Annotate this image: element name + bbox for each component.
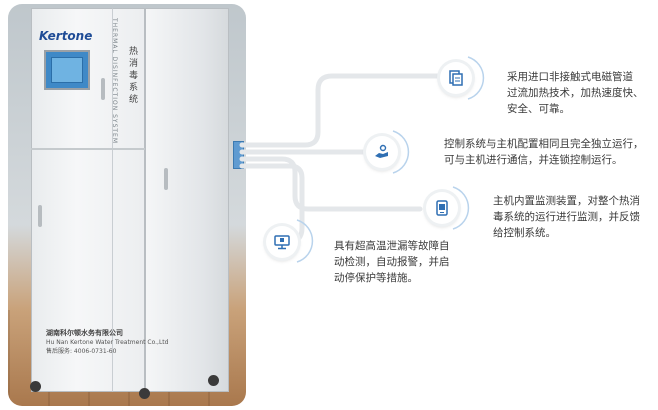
cabinet-front-strip bbox=[112, 8, 145, 392]
feature-text-2: 控制系统与主机配置相同且完全独立运行， 可与主机进行通信，并连锁控制运行。 bbox=[444, 138, 644, 166]
monitor-device-icon bbox=[426, 192, 458, 224]
alarm-screen-icon bbox=[266, 226, 298, 258]
feature-text-4: 具有超高温泄漏等故障自 动检测，自动报警，并启 动停保护等措施。 bbox=[334, 240, 450, 284]
product-name-cn: 热消毒系统 bbox=[127, 46, 137, 106]
product-name-en: THERMAL DISINFECTION SYSTEM bbox=[111, 18, 118, 145]
feature-text-3: 主机内置监测装置，对整个热消 毒系统的运行进行监测，并反馈 给控制系统。 bbox=[493, 195, 640, 239]
service-hotline: 售后服务: 4006-0731-60 bbox=[46, 348, 117, 355]
door-handle-bottom bbox=[38, 205, 42, 227]
company-label: 湖南科尔顿水务有限公司 Hu Nan Kertone Water Treatme… bbox=[46, 329, 169, 356]
pipe-connector bbox=[233, 141, 244, 169]
door-handle-top bbox=[101, 78, 105, 100]
wheel-back bbox=[208, 375, 219, 386]
door-split bbox=[31, 148, 145, 150]
document-icon bbox=[440, 62, 472, 94]
wheel-front-left bbox=[30, 381, 41, 392]
touch-screen bbox=[44, 50, 90, 90]
side-handle bbox=[164, 168, 168, 190]
wheel-front-right bbox=[139, 388, 150, 399]
control-hand-icon bbox=[366, 136, 398, 168]
company-name-en: Hu Nan Kertone Water Treatment Co.,Ltd bbox=[46, 339, 169, 346]
company-name: 湖南科尔顿水务有限公司 bbox=[46, 329, 123, 337]
cabinet-side bbox=[145, 8, 229, 392]
feature-text-1: 采用进口非接触式电磁管道 过流加热技术，加热速度快、 安全、可靠。 bbox=[507, 71, 644, 115]
brand-logo: Kertone bbox=[39, 29, 93, 43]
